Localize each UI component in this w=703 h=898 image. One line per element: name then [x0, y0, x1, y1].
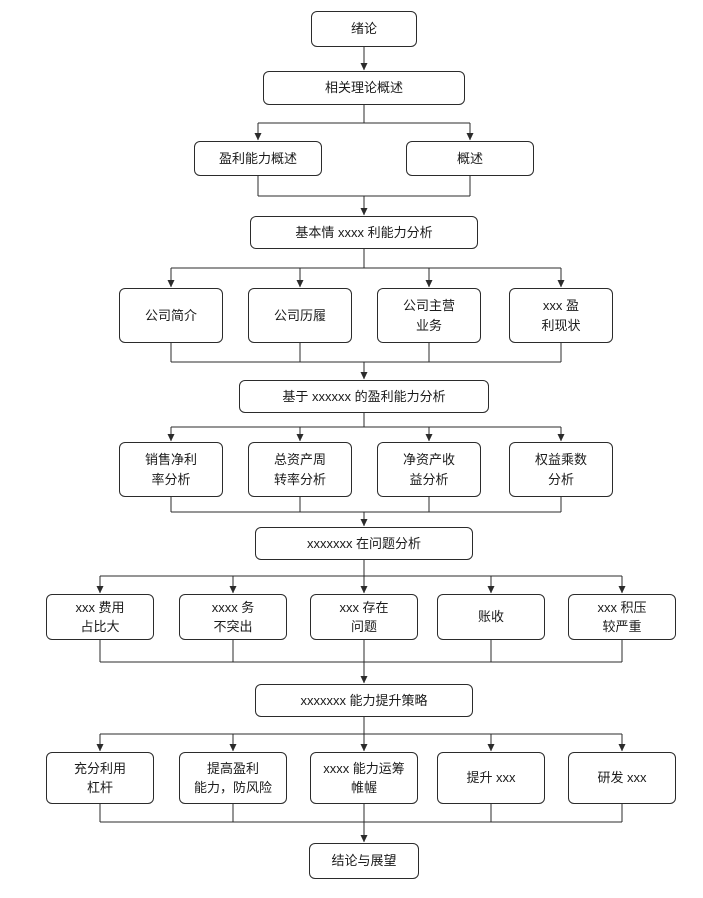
node-label: 概述 [456, 150, 483, 166]
node-receivables: 账收 [437, 594, 545, 640]
node-label: xxxx 务 不突出 [211, 599, 255, 635]
node-improvement-strategy: xxxxxxx 能力提升策略 [255, 684, 473, 717]
node-main-business: 公司主营 业务 [377, 288, 481, 343]
node-label: xxxxxxx 在问题分析 [306, 535, 422, 551]
node-label: xxxx 能力运筹 帷幄 [323, 760, 405, 796]
node-label: 盈利能力概述 [218, 150, 297, 166]
node-label: xxx 存在 问题 [339, 599, 389, 635]
node-use-leverage: 充分利用 杠杆 [46, 752, 154, 804]
node-dupont-profitability-analysis: 基于 xxxxxx 的盈利能力分析 [239, 380, 489, 413]
node-label: xxx 积压 较严重 [597, 599, 647, 635]
node-conclusion-outlook: 结论与展望 [309, 843, 419, 879]
node-asset-turnover-analysis: 总资产周 转率分析 [248, 442, 352, 497]
node-label: 基于 xxxxxx 的盈利能力分析 [282, 388, 446, 404]
node-existing-problems: xxx 存在 问题 [310, 594, 418, 640]
node-label: 研发 xxx [597, 770, 647, 786]
node-label: xxx 费用 占比大 [75, 599, 125, 635]
node-overview: 概述 [406, 141, 534, 176]
node-improve-xxx: 提升 xxx [437, 752, 545, 804]
node-label: 基本情 xxxx 利能力分析 [295, 224, 433, 240]
node-label: xxxxxxx 能力提升策略 [300, 692, 428, 708]
node-label: 结论与展望 [331, 853, 397, 869]
node-label: 权益乘数 分析 [534, 452, 587, 487]
node-introduction: 绪论 [311, 11, 417, 47]
node-label: 提升 xxx [466, 770, 516, 786]
node-equity-multiplier-analysis: 权益乘数 分析 [509, 442, 613, 497]
node-label: xxx 盈 利现状 [541, 298, 581, 333]
node-label: 销售净利 率分析 [144, 452, 197, 487]
node-improve-profit-prevent-risk: 提高盈利 能力，防风险 [179, 752, 287, 804]
node-label: 公司历履 [273, 307, 326, 323]
node-basic-profitability-analysis: 基本情 xxxx 利能力分析 [250, 216, 478, 249]
node-label: 总资产周 转率分析 [273, 452, 326, 487]
node-label: 公司主营 业务 [402, 298, 455, 333]
node-expense-ratio-large: xxx 费用 占比大 [46, 594, 154, 640]
node-profit-status: xxx 盈 利现状 [509, 288, 613, 343]
node-return-on-equity-analysis: 净资产收 益分析 [377, 442, 481, 497]
node-label: 充分利用 杠杆 [73, 760, 126, 796]
node-capability-planning: xxxx 能力运筹 帷幄 [310, 752, 418, 804]
node-company-profile: 公司简介 [119, 288, 223, 343]
node-label: 相关理论概述 [324, 80, 403, 96]
node-label: 提高盈利 能力，防风险 [193, 760, 272, 796]
node-net-sales-margin-analysis: 销售净利 率分析 [119, 442, 223, 497]
node-label: 账收 [477, 609, 504, 625]
node-label: 绪论 [350, 21, 377, 37]
node-inventory-backlog: xxx 积压 较严重 [568, 594, 676, 640]
node-problem-analysis: xxxxxxx 在问题分析 [255, 527, 473, 560]
node-research-development-xxx: 研发 xxx [568, 752, 676, 804]
node-profitability-overview: 盈利能力概述 [194, 141, 322, 176]
node-label: 公司简介 [144, 307, 197, 323]
node-label: 净资产收 益分析 [402, 452, 455, 487]
node-company-history: 公司历履 [248, 288, 352, 343]
node-business-not-prominent: xxxx 务 不突出 [179, 594, 287, 640]
node-related-theory-overview: 相关理论概述 [263, 71, 465, 105]
